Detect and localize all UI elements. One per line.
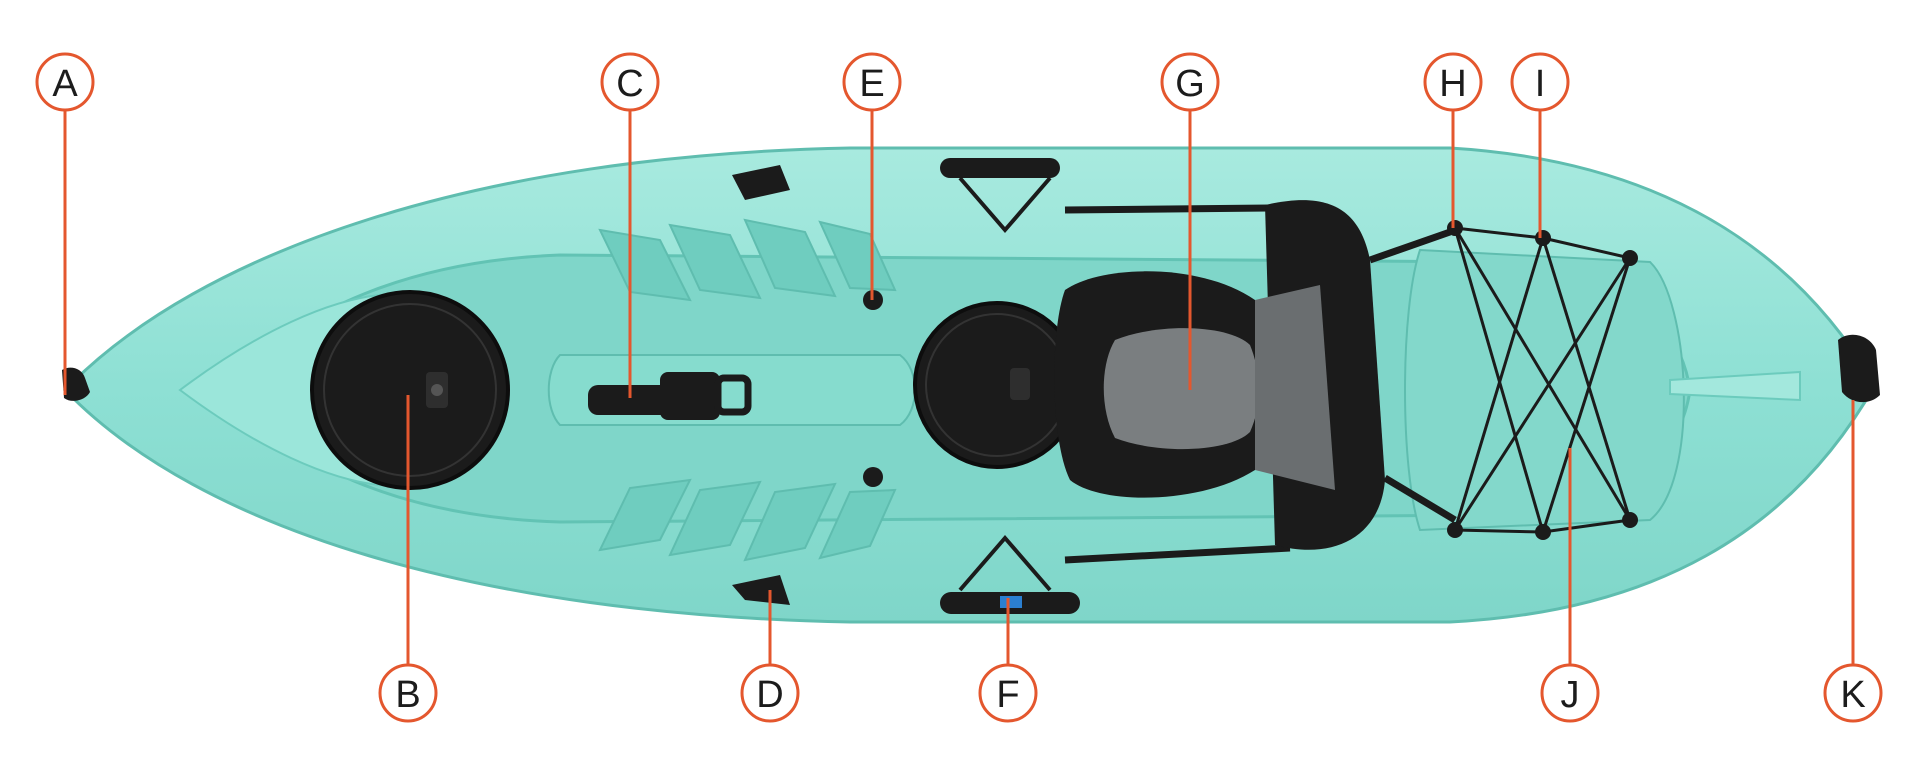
callout-g: G: [1160, 52, 1220, 112]
rod-holder-icon: [588, 372, 752, 420]
paddle-clip-bottom: [732, 575, 790, 605]
svg-text:E: E: [859, 63, 884, 105]
svg-text:F: F: [996, 674, 1019, 716]
foot-brace-ridges-top: [598, 218, 897, 302]
callout-h: H: [1423, 52, 1483, 112]
svg-text:J: J: [1561, 674, 1580, 716]
carry-handle-top: [940, 158, 1060, 234]
seat-straps: [1064, 204, 1457, 564]
paddle-clip-top: [732, 165, 790, 200]
callout-f: F: [978, 663, 1038, 723]
svg-text:G: G: [1175, 63, 1205, 105]
bungee-anchor-points: [1447, 220, 1638, 540]
svg-text:H: H: [1439, 63, 1466, 105]
callout-c: C: [600, 52, 660, 112]
front-hatch-icon: [310, 290, 510, 490]
svg-text:D: D: [756, 674, 783, 716]
svg-text:I: I: [1535, 63, 1546, 105]
callout-e: E: [842, 52, 902, 112]
callout-k: K: [1823, 663, 1883, 723]
carry-handle-bottom: [940, 534, 1080, 614]
foot-brace-ridges-bottom: [598, 478, 897, 562]
stern-toggle-handle: [1838, 334, 1880, 403]
callout-d: D: [740, 663, 800, 723]
svg-text:B: B: [395, 674, 420, 716]
bungee-deck-rigging: [1453, 226, 1632, 534]
callout-i: I: [1510, 52, 1570, 112]
flush-mount-rod-holder-bottom: [863, 467, 883, 487]
svg-text:K: K: [1840, 674, 1865, 716]
callout-j: J: [1540, 663, 1600, 723]
svg-text:C: C: [616, 63, 643, 105]
callout-leaders: [63, 110, 1855, 665]
stern-ridge: [1669, 370, 1801, 402]
svg-text:A: A: [52, 63, 78, 105]
callout-a: A: [35, 52, 95, 112]
callout-b: B: [378, 663, 438, 723]
padded-seat-icon: [1054, 200, 1385, 550]
bow-toggle-handle: [62, 367, 90, 401]
